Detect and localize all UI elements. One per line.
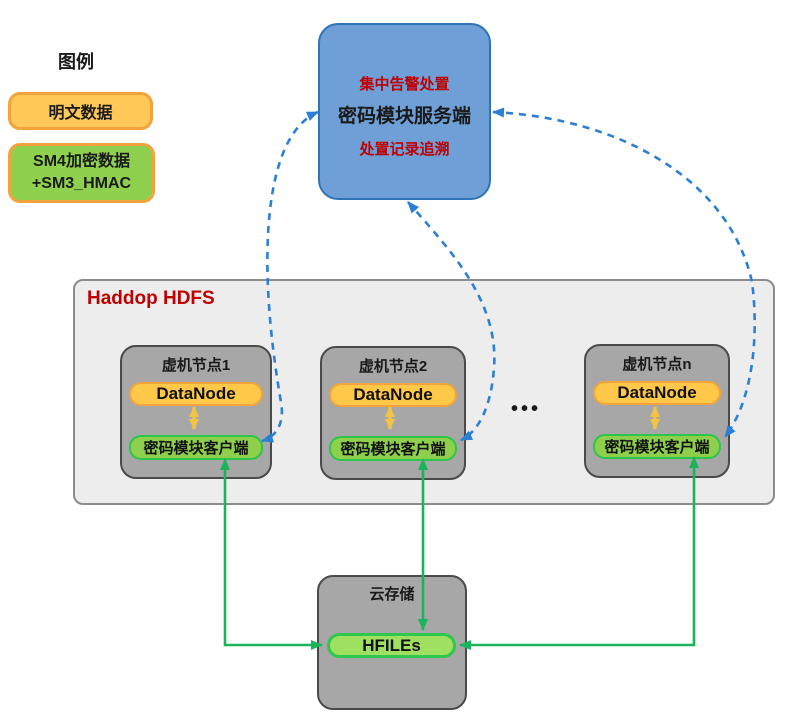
legend-encrypted-line2: +SM3_HMAC <box>31 175 132 192</box>
vm-node-n-datanode-label: DataNode <box>617 383 697 402</box>
vm-node-2-datanode-pill: DataNode <box>329 383 457 407</box>
node-ellipsis: ••• <box>511 398 542 420</box>
server-name: 密码模块服务端 <box>337 106 471 127</box>
cloud-storage-box: 云存储 HFILEs <box>317 575 467 710</box>
vm-node-1: 虚机节点1 DataNode 密码模块客户端 <box>120 345 272 479</box>
cloud-storage-title: 云存储 <box>369 586 415 603</box>
vm-node-2-crypto-client-pill: 密码模块客户端 <box>329 436 457 461</box>
server-trace-label: 处置记录追溯 <box>359 141 450 158</box>
vm-node-n-crypto-client-pill: 密码模块客户端 <box>593 434 721 459</box>
hfiles-pill: HFILEs <box>327 633 456 658</box>
hfiles-label: HFILEs <box>362 635 421 655</box>
vm-node-1-title: 虚机节点1 <box>161 357 231 374</box>
vm-node-2-datanode-label: DataNode <box>353 385 433 404</box>
vm-node-1-crypto-client-label: 密码模块客户端 <box>143 440 249 457</box>
vm-node-2: 虚机节点2 DataNode 密码模块客户端 <box>320 346 466 480</box>
vm-node-2-crypto-client-label: 密码模块客户端 <box>340 441 446 458</box>
legend-title: 图例 <box>58 52 94 72</box>
legend-plain-data-label: 明文数据 <box>48 105 113 122</box>
vm-node-n-crypto-client-label: 密码模块客户端 <box>604 439 710 456</box>
vm-node-1-datanode-label: DataNode <box>156 384 236 403</box>
legend-plain-data-box: 明文数据 <box>8 92 153 130</box>
legend-encrypted-data-box: SM4加密数据 +SM3_HMAC <box>8 143 155 203</box>
vm-node-n: 虚机节点n DataNode 密码模块客户端 <box>584 344 730 478</box>
vm-node-2-title: 虚机节点2 <box>358 358 428 375</box>
vm-node-n-datanode-pill: DataNode <box>593 381 721 405</box>
legend-encrypted-line1: SM4加密数据 <box>33 153 130 170</box>
crypto-server-box: 集中告警处置 密码模块服务端 处置记录追溯 <box>318 23 491 200</box>
hdfs-title: Haddop HDFS <box>87 288 215 309</box>
server-alert-label: 集中告警处置 <box>359 76 450 93</box>
vm-node-n-title: 虚机节点n <box>622 356 692 373</box>
vm-node-1-datanode-pill: DataNode <box>129 382 263 406</box>
hdfs-container: Haddop HDFS 虚机节点1 DataNode 密码模块客户端 虚机节点2… <box>73 279 775 505</box>
vm-node-1-crypto-client-pill: 密码模块客户端 <box>129 435 263 460</box>
